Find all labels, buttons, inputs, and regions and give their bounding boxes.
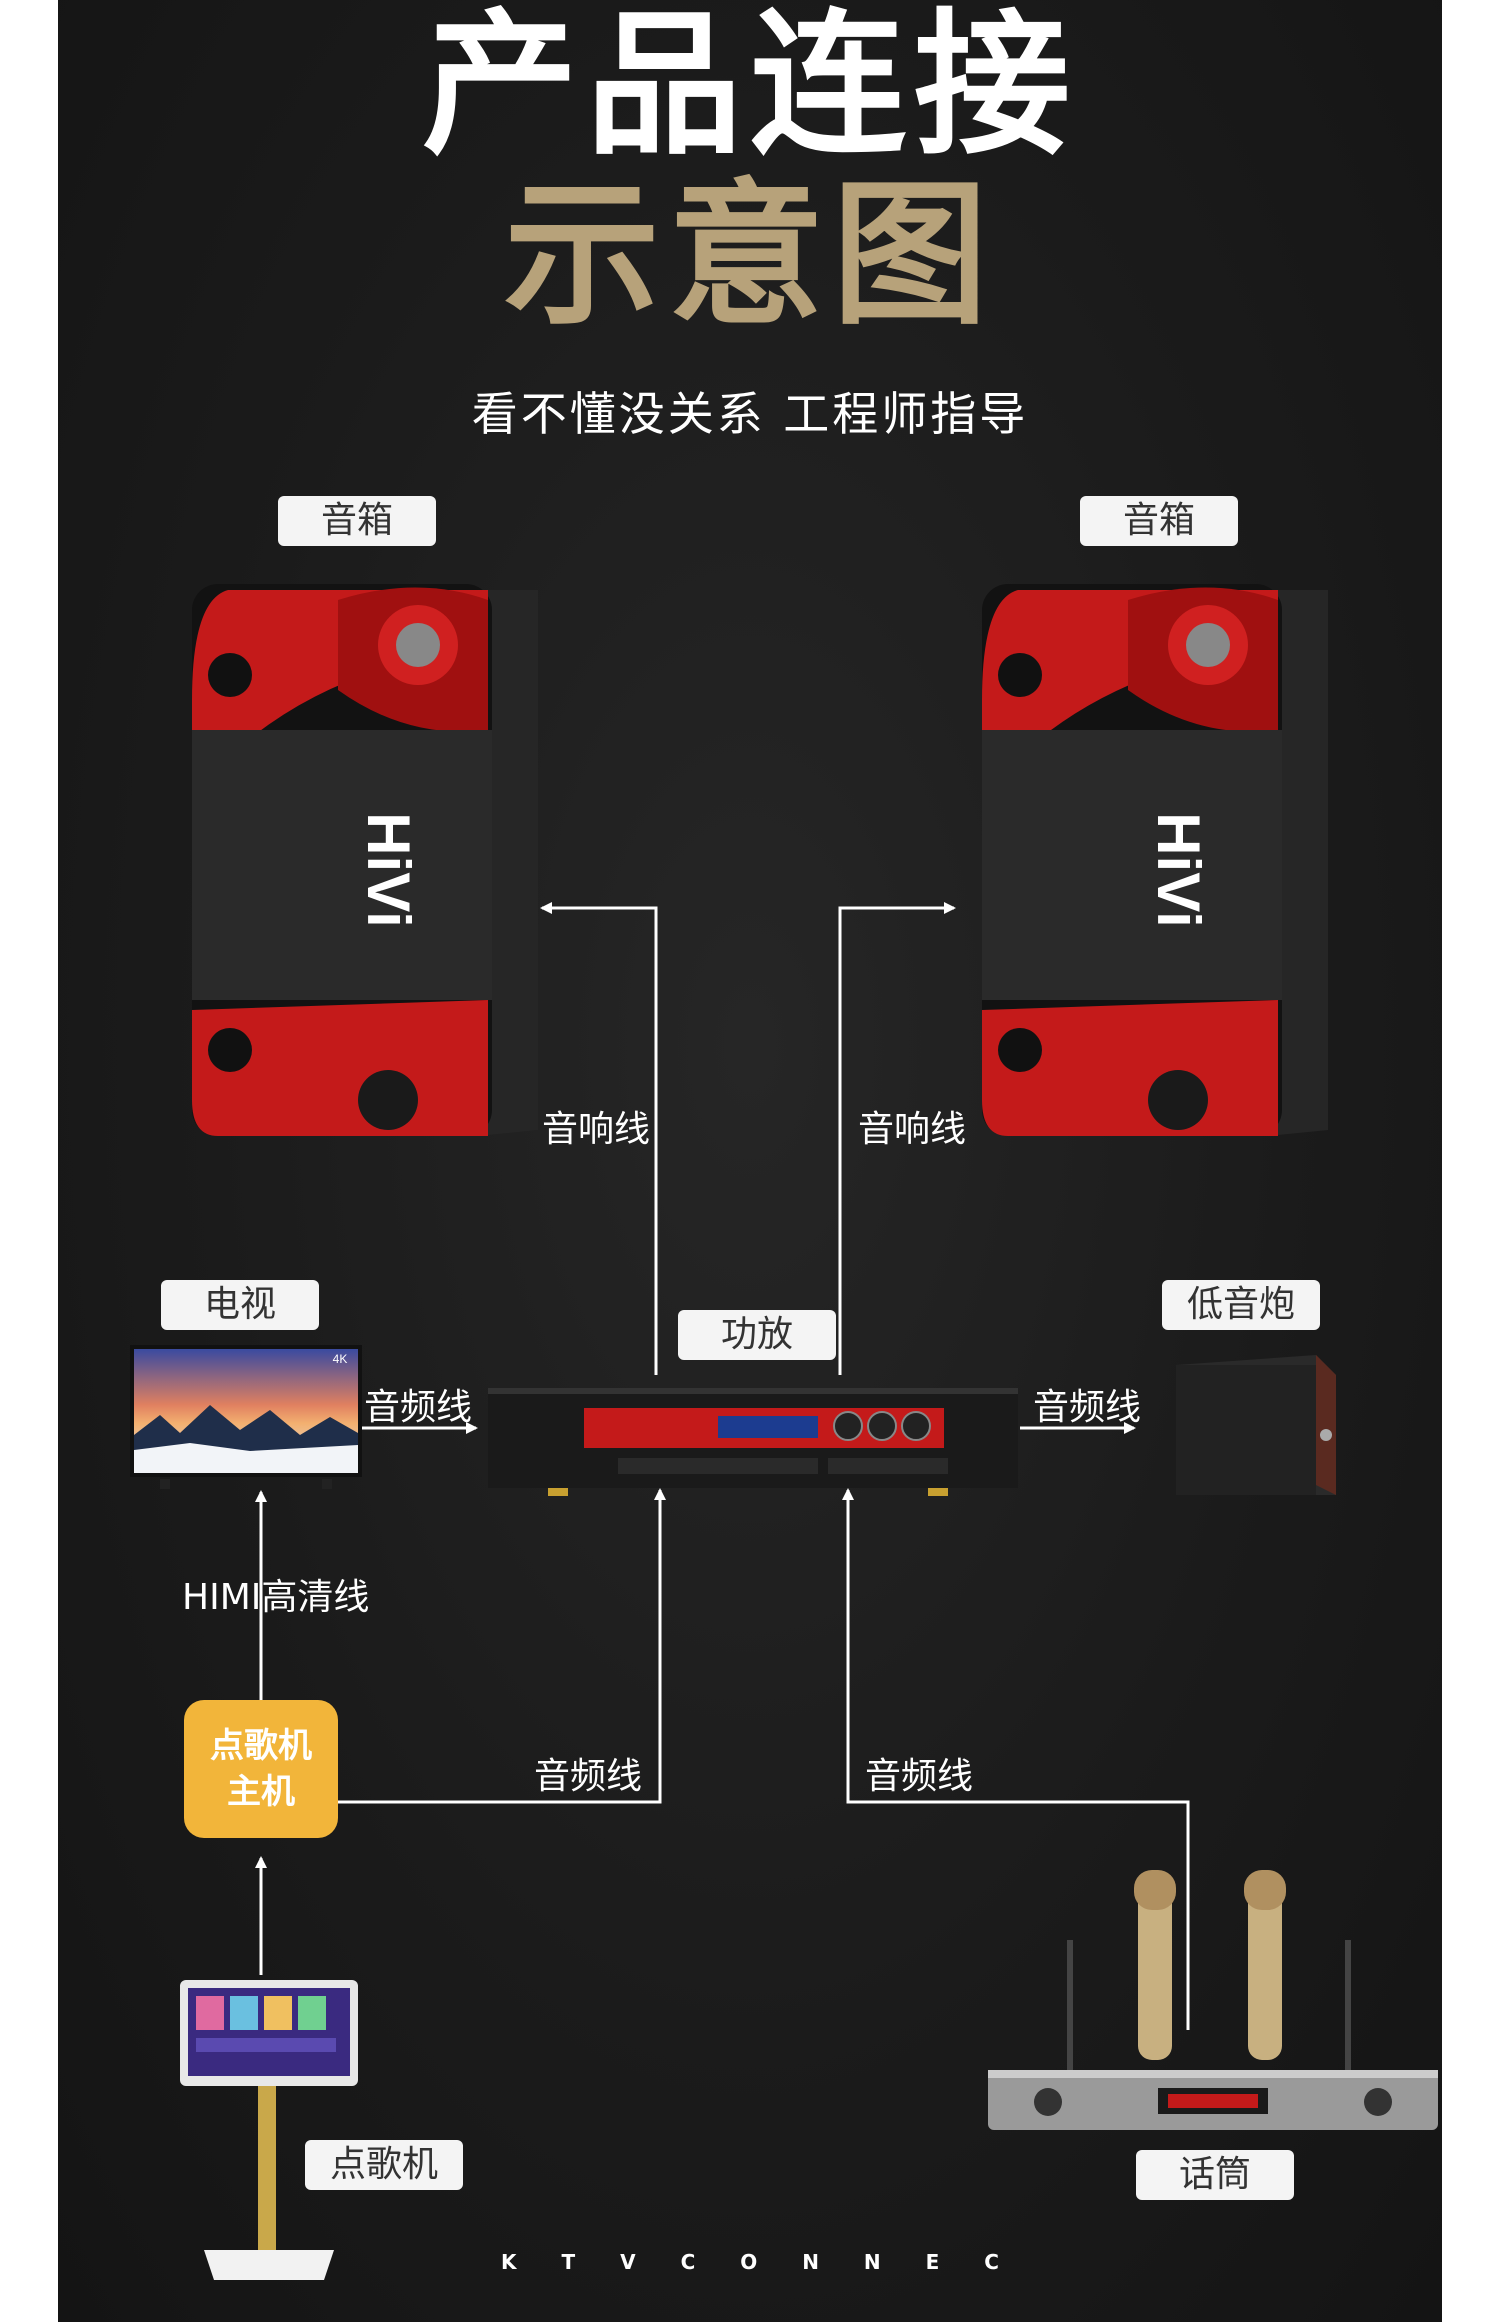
sub-audio-label: 音频线 bbox=[1033, 1387, 1142, 1428]
hdmi-label: HIMI高清线 bbox=[182, 1577, 370, 1618]
footer-letter: C bbox=[984, 2250, 999, 2274]
jukebox-host-line2: 主机 bbox=[227, 1772, 295, 1812]
subwoofer-tag: 低音炮 bbox=[1162, 1280, 1320, 1330]
footer-text: K T V C O N N E C bbox=[58, 2250, 1442, 2274]
microphone-set bbox=[988, 1870, 1438, 2130]
tv-tag: 电视 bbox=[161, 1280, 319, 1330]
connection-lines bbox=[255, 902, 1190, 2030]
subwoofer bbox=[1176, 1355, 1336, 1495]
tv-badge: 4K bbox=[333, 1352, 348, 1366]
jukebox-host-line1: 点歌机 bbox=[210, 1726, 312, 1766]
title-line-2: 示意图 bbox=[504, 164, 996, 346]
footer-letter: T bbox=[561, 2250, 576, 2274]
jukebox-tag: 点歌机 bbox=[305, 2140, 463, 2190]
tv-audio-label: 音频线 bbox=[364, 1387, 473, 1428]
speaker-cable-right-label: 音响线 bbox=[858, 1109, 967, 1150]
amplifier bbox=[488, 1388, 1018, 1496]
footer-letter: N bbox=[802, 2250, 819, 2274]
footer-letter: K bbox=[501, 2250, 517, 2274]
speaker-left-brand: HiVi bbox=[355, 812, 422, 928]
footer-letter: C bbox=[680, 2250, 696, 2274]
microphone-tag: 话筒 bbox=[1136, 2150, 1294, 2200]
footer-letter: E bbox=[925, 2250, 940, 2274]
speaker-right: HiVi bbox=[982, 584, 1328, 1136]
jukebox-device bbox=[180, 1980, 358, 2280]
line-amp-to-right-speaker bbox=[838, 902, 956, 1375]
mic-audio-label: 音频线 bbox=[865, 1756, 974, 1797]
subtitle: 看不懂没关系 工程师指导 bbox=[471, 387, 1029, 441]
footer-letter: N bbox=[863, 2250, 881, 2274]
jukebox-host: 点歌机 主机 bbox=[184, 1700, 338, 1838]
tv: 4K bbox=[130, 1345, 362, 1489]
amplifier-tag: 功放 bbox=[678, 1310, 836, 1360]
speaker-left: HiVi bbox=[192, 584, 538, 1136]
speaker-left-tag: 音箱 bbox=[278, 496, 436, 546]
speaker-right-brand: HiVi bbox=[1145, 812, 1212, 928]
footer-letter: O bbox=[740, 2250, 758, 2274]
line-mic-to-amp bbox=[842, 1488, 1190, 2030]
footer-letter: V bbox=[620, 2250, 636, 2274]
speaker-right-tag: 音箱 bbox=[1080, 496, 1238, 546]
title-line-1: 产品连接 bbox=[422, 0, 1078, 176]
diagram-canvas: 产品连接 示意图 看不懂没关系 工程师指导 音箱 bbox=[58, 0, 1442, 2322]
line-amp-to-left-speaker bbox=[540, 902, 658, 1375]
speaker-cable-left-label: 音响线 bbox=[542, 1109, 651, 1150]
host-audio-label: 音频线 bbox=[534, 1756, 643, 1797]
line-host-to-amp bbox=[338, 1488, 666, 1804]
